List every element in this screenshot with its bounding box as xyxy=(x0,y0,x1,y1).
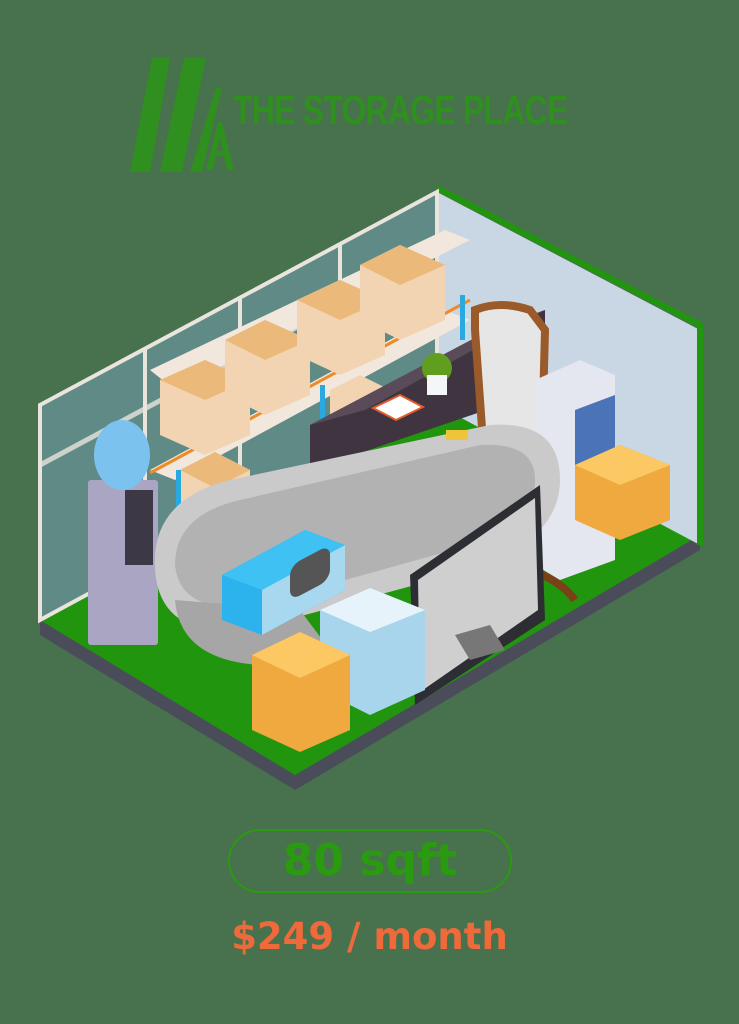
brand-name: THE STORAGE PLACE xyxy=(233,87,568,133)
unit-size-badge: 80 sqft xyxy=(228,829,512,893)
boxes-top-shelf xyxy=(160,245,445,455)
storage-unit-illustration xyxy=(38,185,703,790)
logo-mark-icon xyxy=(130,58,234,172)
unit-size-label: 80 sqft xyxy=(282,835,458,886)
unit-price-label: $249 / month xyxy=(231,915,508,958)
